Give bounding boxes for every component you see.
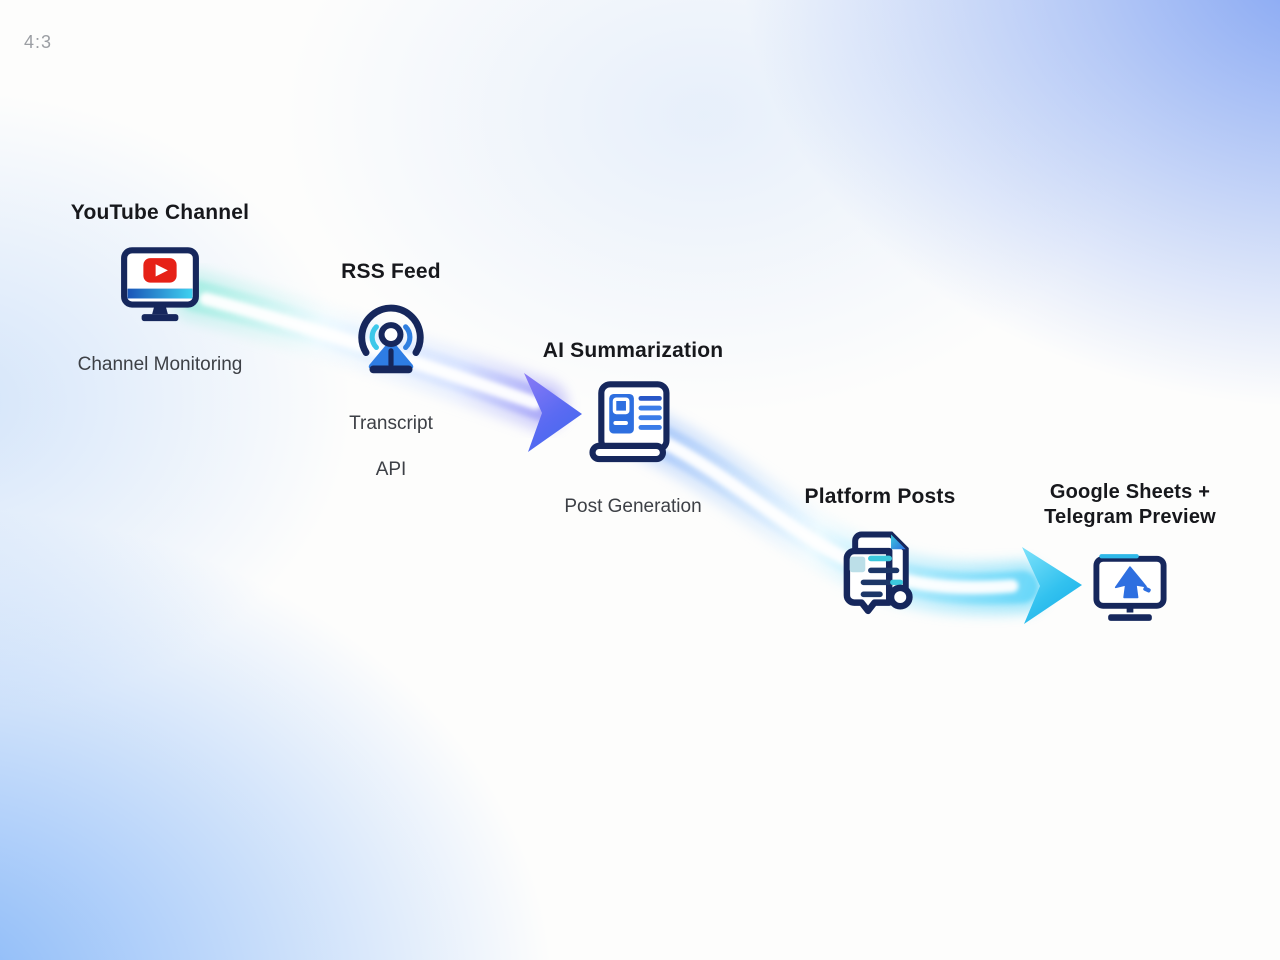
monitor-upload-icon	[1093, 554, 1167, 621]
node-caption-line: Transcript	[349, 413, 433, 434]
icon-wrap	[348, 302, 434, 391]
node-title: YouTube Channel	[70, 201, 250, 224]
flow-arrowhead-cyan	[1022, 547, 1082, 624]
node-caption-line: API	[375, 459, 407, 480]
node-title: AI Summarization	[542, 339, 724, 362]
node-ai-summarization: AI Summarization Post Generation	[503, 338, 763, 520]
icon-wrap	[1088, 550, 1172, 633]
node-youtube-channel: YouTube Channel Channel Monitoring	[30, 200, 290, 378]
node-rss-feed: RSS Feed Transcript API	[261, 259, 521, 483]
node-title: Platform Posts	[804, 485, 956, 508]
node-caption: Channel Monitoring	[77, 354, 243, 375]
youtube-monitor-icon	[121, 247, 199, 322]
node-platform-posts: Platform Posts	[750, 484, 1010, 628]
node-google-sheets-telegram: Google Sheets + Telegram Preview	[1000, 480, 1260, 633]
rss-antenna-icon	[358, 304, 424, 374]
node-caption: Post Generation	[564, 496, 702, 517]
chat-post-icon	[843, 531, 913, 615]
node-title-line: Telegram Preview	[1044, 506, 1216, 528]
aspect-ratio-label: 4:3	[24, 32, 53, 52]
flow-arrowhead-purple	[524, 373, 582, 452]
icon-wrap	[589, 379, 677, 472]
node-title-line: Google Sheets +	[1049, 481, 1211, 503]
document-book-icon	[589, 381, 670, 463]
icon-wrap	[116, 245, 204, 334]
node-title: RSS Feed	[341, 260, 441, 283]
icon-wrap	[834, 527, 926, 628]
